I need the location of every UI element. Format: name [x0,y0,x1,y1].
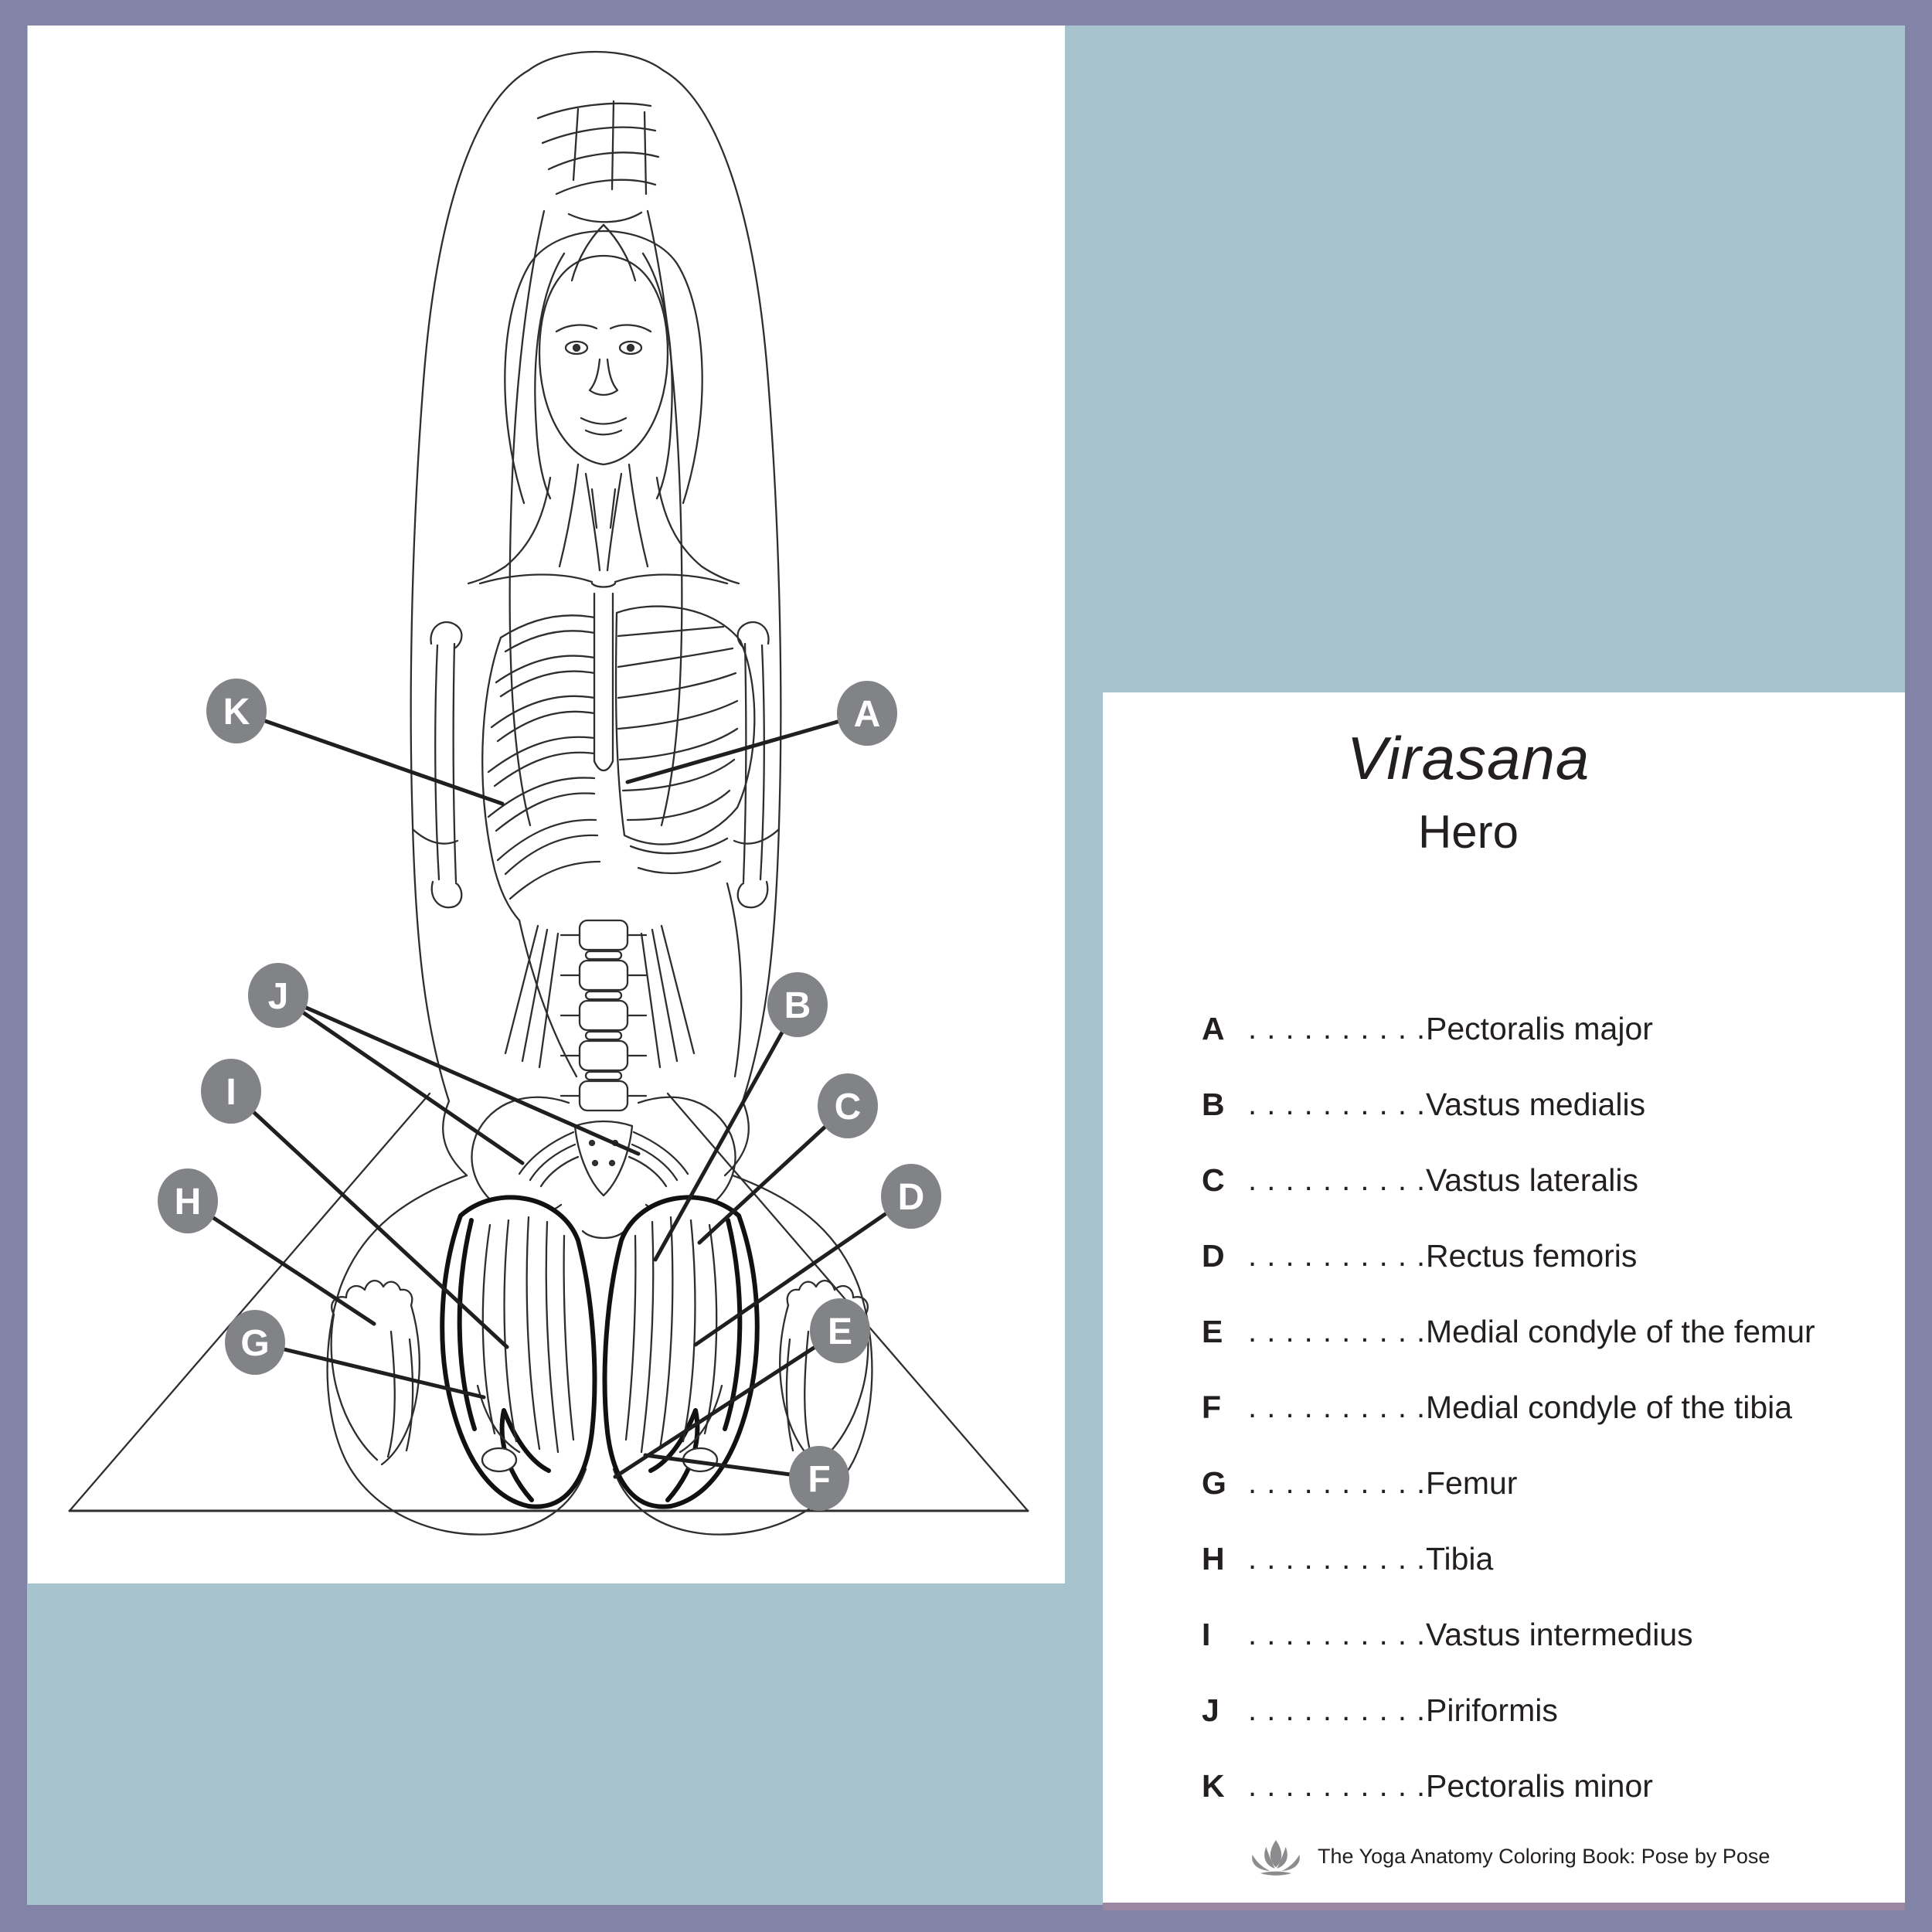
leader-line-K [234,709,505,806]
label-letter-B: B [784,985,811,1026]
legend-letter: G [1202,1464,1226,1501]
legend-dot-leader: . . . . . . . . . . . . . [1248,1389,1426,1424]
label-circle-B [767,972,828,1037]
legend-name: Medial condyle of the femur [1426,1313,1815,1349]
left-leg [326,1174,597,1536]
legend-letter: F [1202,1389,1222,1425]
legend-row: C . . . . . . . . . . . . .Vastus lateral… [1202,1142,1874,1218]
legend-name: Rectus femoris [1426,1237,1638,1274]
legend-list: A. . . . . . . . . . . . .Pectoralis maj… [1202,991,1874,1824]
figure-label-layer: K A J B I C H D G E F [158,679,941,1511]
legend-row: E . . . . . . . . . . . . .Medial condyle… [1202,1294,1874,1369]
legend-name: Vastus intermedius [1426,1616,1693,1652]
pose-title: Virasana [1346,724,1590,792]
oblique-muscles [504,882,743,1078]
legend-name: Medial condyle of the tibia [1426,1389,1793,1425]
legend-row: G . . . . . . . . . . . . .Femur [1202,1445,1874,1521]
legend-dot-leader: . . . . . . . . . . . . . [1248,1465,1426,1500]
legend-letter: A [1202,1010,1225,1046]
leader-line-I [229,1089,509,1349]
leader-line-C [697,1104,850,1245]
legend-name: Vastus lateralis [1426,1162,1638,1198]
label-circle-C [818,1073,878,1138]
ribcage [481,592,614,922]
legend-row: I . . . . . . . . . . . . .Vastus interme… [1202,1597,1874,1672]
label-letter-C: C [835,1087,862,1128]
label-circle-E [810,1298,870,1363]
legend-letter: K [1202,1767,1225,1804]
legend-letter: D [1202,1237,1225,1274]
label-letter-G: G [240,1323,269,1364]
lotus-icon [1252,1839,1300,1876]
legend-name: Femur [1426,1464,1518,1501]
card-footer: The Yoga Anatomy Coloring Book: Pose by … [1247,1835,1770,1878]
legend-name: Pectoralis major [1426,1010,1653,1046]
leader-line-J [276,993,641,1156]
label-circle-D [881,1164,941,1229]
label-letter-K: K [223,692,250,733]
legend-letter: H [1202,1540,1225,1577]
label-letter-H: H [175,1182,202,1223]
legend-letter: J [1202,1692,1219,1728]
legend-row: K . . . . . . . . . . . . .Pectoralis min… [1202,1748,1874,1824]
label-letter-D: D [898,1177,925,1218]
legend-name: Vastus medialis [1426,1086,1646,1122]
legend-row: J . . . . . . . . . . . . .Piriformis [1202,1672,1874,1748]
leader-line-H [185,1199,376,1326]
leader-line-A [625,711,869,784]
pectoralis-major-muscle [614,605,756,875]
leader-line-B [653,1002,800,1262]
right-leg [602,1174,873,1536]
legend-row: A . . . . . . . . . . . . .Pectoralis maj… [1202,991,1874,1066]
footer-text: The Yoga Anatomy Coloring Book: Pose by … [1318,1844,1770,1868]
legend-letter: C [1202,1162,1225,1198]
legend-dot-leader: . . . . . . . . . . . . . [1248,1617,1426,1651]
legend-name: Tibia [1426,1540,1494,1577]
virasana-anatomy-illustration: K A J B I C H D G E F [68,50,1029,1536]
legend-dot-leader: . . . . . . . . . . . . . [1248,1768,1426,1803]
legend-row: F . . . . . . . . . . . . .Medial condyle… [1202,1369,1874,1445]
label-circle-J [248,963,308,1028]
label-circle-I [201,1059,261,1124]
label-letter-E: E [828,1311,852,1352]
legend-row: H . . . . . . . . . . . . .Tibia [1202,1521,1874,1597]
legend-dot-leader: . . . . . . . . . . . . . [1248,1011,1426,1046]
legend-name: Pectoralis minor [1426,1767,1653,1804]
label-circle-G [225,1310,285,1375]
leader-line-G [253,1340,486,1400]
label-letter-J: J [268,976,289,1017]
legend-dot-leader: . . . . . . . . . . . . . [1248,1692,1426,1727]
neck-and-clavicles [467,463,740,588]
info-card: Virasana Hero A . . . . . . . . . . . . .… [1103,692,1905,1903]
legend-dot-leader: . . . . . . . . . . . . . [1248,1238,1426,1273]
legend-dot-leader: . . . . . . . . . . . . . [1248,1162,1426,1197]
label-letter-A: A [854,694,881,735]
head-and-face [504,223,703,505]
legend-dot-leader: . . . . . . . . . . . . . [1248,1314,1426,1349]
label-letter-I: I [226,1072,236,1113]
illustration-panel: K A J B I C H D G E F [28,26,1065,1583]
legend-letter: I [1202,1616,1211,1652]
humerus-bones [430,621,770,909]
legend-dot-leader: . . . . . . . . . . . . . [1248,1087,1426,1121]
interlaced-hands [536,100,660,223]
card-bottom-strip [1103,1903,1905,1910]
lumbar-spine [560,919,648,1112]
label-circle-F [789,1446,849,1511]
legend-dot-leader: . . . . . . . . . . . . . [1248,1541,1426,1576]
label-circle-K [206,679,267,743]
leader-line-D [693,1194,913,1347]
legend-row: B . . . . . . . . . . . . .Vastus mediali… [1202,1066,1874,1142]
legend-letter: E [1202,1313,1223,1349]
legend-row: D . . . . . . . . . . . . .Rectus femoris [1202,1218,1874,1294]
legend-letter: B [1202,1086,1225,1122]
label-letter-F: F [808,1459,830,1500]
leader-line-J [276,993,525,1165]
pose-subtitle: Hero [1417,806,1519,858]
leader-line-E [613,1328,842,1479]
label-circle-H [158,1168,218,1233]
legend-name: Piriformis [1426,1692,1558,1728]
label-circle-A [837,681,897,746]
